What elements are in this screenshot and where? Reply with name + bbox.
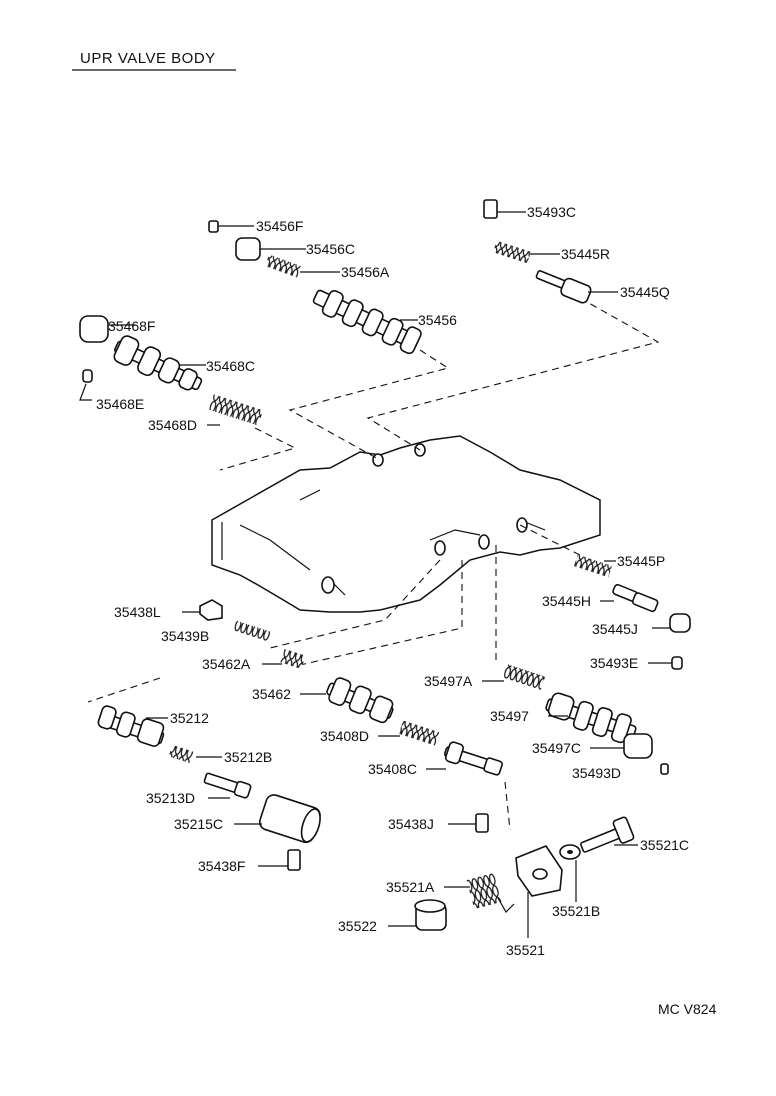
part-35213D[interactable]: 35213D bbox=[146, 771, 252, 806]
part-35468D[interactable]: 35468D bbox=[148, 394, 264, 433]
part-35408D[interactable]: 35408D bbox=[320, 720, 440, 746]
part-35456A[interactable]: 35456A bbox=[264, 254, 390, 280]
svg-text:35438L: 35438L bbox=[114, 604, 161, 620]
svg-text:35468F: 35468F bbox=[108, 318, 155, 334]
part-35438J[interactable]: 35438J bbox=[388, 813, 489, 833]
part-35445J[interactable]: 35445J bbox=[592, 613, 691, 637]
svg-text:35521: 35521 bbox=[506, 942, 545, 958]
part-35445R[interactable]: 35445R bbox=[493, 240, 610, 264]
part-35212B[interactable]: 35212B bbox=[168, 744, 273, 765]
svg-text:35521C: 35521C bbox=[640, 837, 689, 853]
svg-text:35468C: 35468C bbox=[206, 358, 255, 374]
part-35521C[interactable]: 35521C bbox=[577, 816, 689, 858]
svg-text:35445H: 35445H bbox=[542, 593, 591, 609]
svg-text:35445J: 35445J bbox=[592, 621, 638, 637]
part-35497A[interactable]: 35497A bbox=[424, 664, 546, 690]
svg-text:35462: 35462 bbox=[252, 686, 291, 702]
svg-text:35408D: 35408D bbox=[320, 728, 369, 744]
part-35462[interactable]: 35462 bbox=[252, 675, 397, 725]
diagram-code: MC V824 bbox=[658, 1001, 717, 1017]
svg-text:35408C: 35408C bbox=[368, 761, 417, 777]
part-35497C[interactable]: 35497C bbox=[532, 733, 653, 759]
svg-text:35212: 35212 bbox=[170, 710, 209, 726]
svg-text:35497: 35497 bbox=[490, 708, 529, 724]
svg-text:35445P: 35445P bbox=[617, 553, 665, 569]
svg-text:35438F: 35438F bbox=[198, 858, 245, 874]
svg-text:35497A: 35497A bbox=[424, 673, 473, 689]
part-35408C[interactable]: 35408C bbox=[368, 741, 504, 778]
part-35439B[interactable]: 35439B bbox=[161, 620, 271, 644]
svg-text:35212B: 35212B bbox=[224, 749, 272, 765]
svg-text:35493C: 35493C bbox=[527, 204, 576, 220]
part-35468F[interactable]: 35468F bbox=[79, 315, 155, 343]
svg-text:35445R: 35445R bbox=[561, 246, 610, 262]
svg-text:35468E: 35468E bbox=[96, 396, 144, 412]
svg-text:35462A: 35462A bbox=[202, 656, 251, 672]
part-35462A[interactable]: 35462A bbox=[202, 648, 306, 672]
svg-text:35521A: 35521A bbox=[386, 879, 435, 895]
part-35215C[interactable]: 35215C bbox=[174, 793, 324, 845]
part-35212[interactable]: 35212 bbox=[96, 705, 209, 748]
svg-text:35439B: 35439B bbox=[161, 628, 209, 644]
part-35468E[interactable]: 35468E bbox=[79, 369, 144, 412]
svg-text:35438J: 35438J bbox=[388, 816, 434, 832]
svg-text:35456C: 35456C bbox=[306, 241, 355, 257]
svg-text:35456F: 35456F bbox=[256, 218, 303, 234]
part-35493E[interactable]: 35493E bbox=[590, 655, 683, 671]
upper-valve-body bbox=[211, 435, 601, 613]
svg-text:35497C: 35497C bbox=[532, 740, 581, 756]
svg-text:35493E: 35493E bbox=[590, 655, 638, 671]
svg-text:35522: 35522 bbox=[338, 918, 377, 934]
part-35445Q[interactable]: 35445Q bbox=[534, 267, 670, 305]
part-35456[interactable]: 35456 bbox=[310, 284, 457, 355]
part-35456F[interactable]: 35456F bbox=[208, 218, 303, 234]
svg-text:35456: 35456 bbox=[418, 312, 457, 328]
part-35445P[interactable]: 35445P bbox=[574, 553, 665, 578]
part-35522[interactable]: 35522 bbox=[338, 899, 447, 934]
svg-text:35468D: 35468D bbox=[148, 417, 197, 433]
part-35493D[interactable]: 35493D bbox=[572, 763, 669, 781]
part-35468C[interactable]: 35468C bbox=[111, 333, 256, 397]
part-35521A[interactable]: 35521A bbox=[386, 872, 515, 913]
part-35497[interactable]: 35497 bbox=[490, 691, 639, 746]
assembly-lines bbox=[87, 297, 660, 831]
part-35438L[interactable]: 35438L bbox=[114, 599, 223, 621]
svg-text:35456A: 35456A bbox=[341, 264, 390, 280]
part-35521[interactable]: 35521 bbox=[506, 845, 563, 958]
svg-text:35521B: 35521B bbox=[552, 903, 600, 919]
svg-text:35493D: 35493D bbox=[572, 765, 621, 781]
part-35493C[interactable]: 35493C bbox=[483, 199, 576, 220]
part-35438F[interactable]: 35438F bbox=[198, 849, 301, 874]
part-35521B[interactable]: 35521B bbox=[552, 844, 600, 919]
diagram-title: UPR VALVE BODY bbox=[80, 50, 216, 67]
svg-text:35215C: 35215C bbox=[174, 816, 223, 832]
svg-text:35213D: 35213D bbox=[146, 790, 195, 806]
part-35445H[interactable]: 35445H bbox=[542, 583, 659, 613]
svg-text:35445Q: 35445Q bbox=[620, 284, 670, 300]
part-35456C[interactable]: 35456C bbox=[235, 237, 355, 261]
